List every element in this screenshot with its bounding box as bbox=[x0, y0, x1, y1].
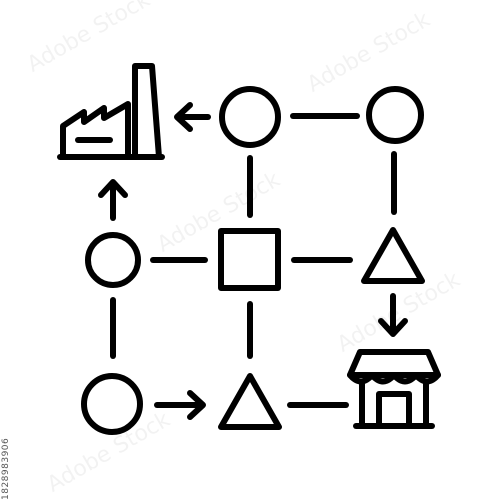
arrow-up-to-factory bbox=[98, 179, 128, 221]
circle-node-middle-left bbox=[85, 232, 141, 288]
circle-node-top-right bbox=[366, 86, 424, 144]
factory-icon bbox=[57, 63, 165, 160]
circle-node-bottom-left bbox=[81, 373, 143, 435]
triangle-node-middle-right bbox=[361, 227, 425, 284]
arrow-down-to-store bbox=[378, 293, 408, 337]
stock-image-id: 1828983906 bbox=[1, 437, 11, 500]
circle-node-top-middle bbox=[219, 86, 281, 148]
arrow-right-to-triangle bbox=[154, 390, 206, 420]
square-node-center bbox=[218, 228, 281, 291]
triangle-node-bottom-middle bbox=[218, 373, 282, 430]
arrow-left-to-factory bbox=[174, 102, 211, 132]
store-icon bbox=[347, 349, 441, 429]
